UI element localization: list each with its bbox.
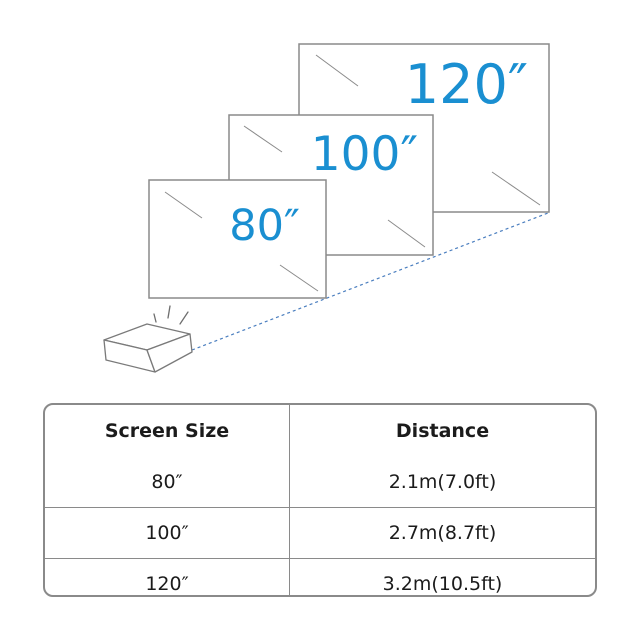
throw-distance-table: Screen Size Distance 80″ 2.1m(7.0ft) 100… [43, 403, 597, 597]
screen-80: 80″ [148, 179, 327, 299]
screen-label-120: 120″ [405, 53, 528, 116]
table-row: 120″ 3.2m(10.5ft) [45, 558, 595, 595]
light-rays-icon [153, 305, 189, 325]
cell-screen-size: 80″ [151, 471, 183, 493]
screen-label-100: 100″ [311, 127, 418, 182]
cell-screen-size: 120″ [45, 558, 290, 595]
cell-distance: 3.2m(10.5ft) [289, 558, 595, 595]
table-header-row: Screen Size Distance [45, 405, 595, 457]
screen-label-80: 80″ [229, 201, 300, 251]
cell-distance: 2.1m(7.0ft) [289, 457, 595, 508]
cell-distance: 2.7m(8.7ft) [289, 507, 595, 559]
column-header-distance: Distance [289, 405, 595, 457]
table-row: 80″ 2.1m(7.0ft) [45, 457, 595, 508]
column-header-screen-size: Screen Size [104, 420, 230, 442]
projector-icon [103, 323, 193, 373]
cell-screen-size: 100″ [45, 507, 290, 559]
projection-diagram: 120″ 100″ 80″ [103, 43, 550, 373]
table-row: 100″ 2.7m(8.7ft) [45, 507, 595, 559]
